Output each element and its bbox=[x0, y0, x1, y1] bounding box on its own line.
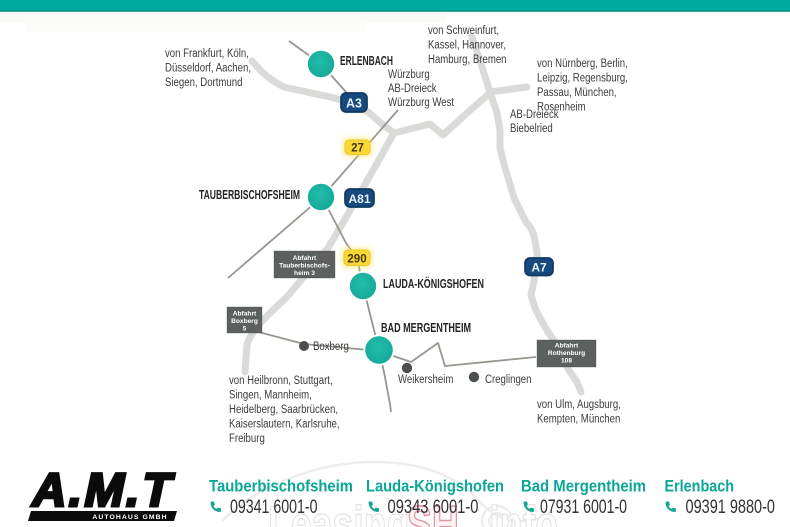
svg-text:Biebelried: Biebelried bbox=[510, 122, 553, 135]
svg-text:Lauda-Königshofen: Lauda-Königshofen bbox=[366, 478, 504, 496]
svg-text:SH: SH bbox=[407, 495, 459, 527]
svg-text:A.M.T: A.M.T bbox=[28, 464, 180, 516]
svg-text:Freiburg: Freiburg bbox=[229, 432, 265, 445]
svg-text:Erlenbach: Erlenbach bbox=[665, 478, 735, 496]
svg-text:27: 27 bbox=[351, 143, 364, 155]
svg-text:von Schweinfurt,: von Schweinfurt, bbox=[428, 24, 499, 37]
svg-text:5: 5 bbox=[243, 326, 247, 333]
svg-text:AB-Dreieck: AB-Dreieck bbox=[388, 82, 437, 95]
svg-text:Hamburg, Bremen: Hamburg, Bremen bbox=[428, 53, 507, 66]
svg-text:Weikersheim: Weikersheim bbox=[398, 373, 453, 386]
svg-text:108: 108 bbox=[561, 358, 572, 365]
svg-text:Würzburg: Würzburg bbox=[388, 68, 430, 81]
svg-text:von Frankfurt, Köln,: von Frankfurt, Köln, bbox=[165, 47, 249, 60]
svg-text:09391 9880-0: 09391 9880-0 bbox=[686, 496, 776, 518]
svg-text:Rosenheim: Rosenheim bbox=[537, 101, 586, 114]
svg-text:Abfahrt: Abfahrt bbox=[293, 255, 317, 262]
svg-text:Boxberg: Boxberg bbox=[231, 318, 258, 325]
svg-text:Kassel, Hannover,: Kassel, Hannover, bbox=[428, 39, 506, 52]
svg-text:Heidelberg, Saarbrücken,: Heidelberg, Saarbrücken, bbox=[229, 403, 338, 416]
svg-text:Siegen, Dortmund: Siegen, Dortmund bbox=[165, 76, 243, 89]
svg-text:ERLENBACH: ERLENBACH bbox=[340, 54, 393, 68]
svg-text:Würzburg West: Würzburg West bbox=[388, 96, 454, 109]
svg-text:A7: A7 bbox=[531, 261, 547, 275]
svg-text:von Ulm, Augsburg,: von Ulm, Augsburg, bbox=[537, 398, 621, 411]
svg-text:BAD MERGENTHEIM: BAD MERGENTHEIM bbox=[381, 321, 471, 335]
svg-text:Passau, München,: Passau, München, bbox=[537, 86, 617, 99]
svg-text:LAUDA-KÖNIGSHOFEN: LAUDA-KÖNIGSHOFEN bbox=[383, 276, 484, 291]
svg-text:09341 6001-0: 09341 6001-0 bbox=[230, 496, 318, 518]
svg-text:Düsseldorf, Aachen,: Düsseldorf, Aachen, bbox=[165, 62, 251, 75]
svg-text:290: 290 bbox=[347, 254, 366, 266]
svg-text:AUTOHAUS GMBH: AUTOHAUS GMBH bbox=[92, 514, 167, 521]
svg-text:heim 3: heim 3 bbox=[294, 270, 315, 277]
svg-text:Abfahrt: Abfahrt bbox=[233, 311, 257, 318]
svg-text:Tauberbischofsheim: Tauberbischofsheim bbox=[209, 478, 353, 496]
svg-text:von Nürnberg, Berlin,: von Nürnberg, Berlin, bbox=[537, 57, 628, 70]
svg-text:Creglingen: Creglingen bbox=[485, 373, 532, 386]
svg-text:von Heilbronn, Stuttgart,: von Heilbronn, Stuttgart, bbox=[229, 374, 333, 387]
svg-text:A81: A81 bbox=[348, 192, 370, 206]
svg-text:Leasing: Leasing bbox=[268, 495, 409, 527]
svg-text:Kaiserslautern, Karlsruhe,: Kaiserslautern, Karlsruhe, bbox=[229, 418, 340, 431]
svg-text:07931 6001-0: 07931 6001-0 bbox=[540, 496, 627, 518]
svg-text:A3: A3 bbox=[346, 97, 362, 111]
svg-text:Tauberbischofs-: Tauberbischofs- bbox=[279, 263, 330, 270]
svg-text:TAUBERBISCHOFSHEIM: TAUBERBISCHOFSHEIM bbox=[199, 187, 300, 202]
svg-text:Boxberg: Boxberg bbox=[313, 340, 349, 353]
svg-text:Bad Mergentheim: Bad Mergentheim bbox=[521, 478, 646, 496]
svg-text:09343 6001-0: 09343 6001-0 bbox=[388, 496, 479, 518]
svg-text:Kempten, München: Kempten, München bbox=[537, 413, 620, 426]
svg-text:AB-Dreieck: AB-Dreieck bbox=[510, 108, 559, 121]
svg-text:Abfahrt: Abfahrt bbox=[555, 343, 579, 350]
svg-text:Singen, Mannheim,: Singen, Mannheim, bbox=[229, 389, 312, 402]
svg-text:.info: .info bbox=[479, 495, 558, 527]
svg-text:Rothenburg: Rothenburg bbox=[548, 350, 585, 357]
svg-text:Leipzig, Regensburg,: Leipzig, Regensburg, bbox=[537, 72, 628, 85]
